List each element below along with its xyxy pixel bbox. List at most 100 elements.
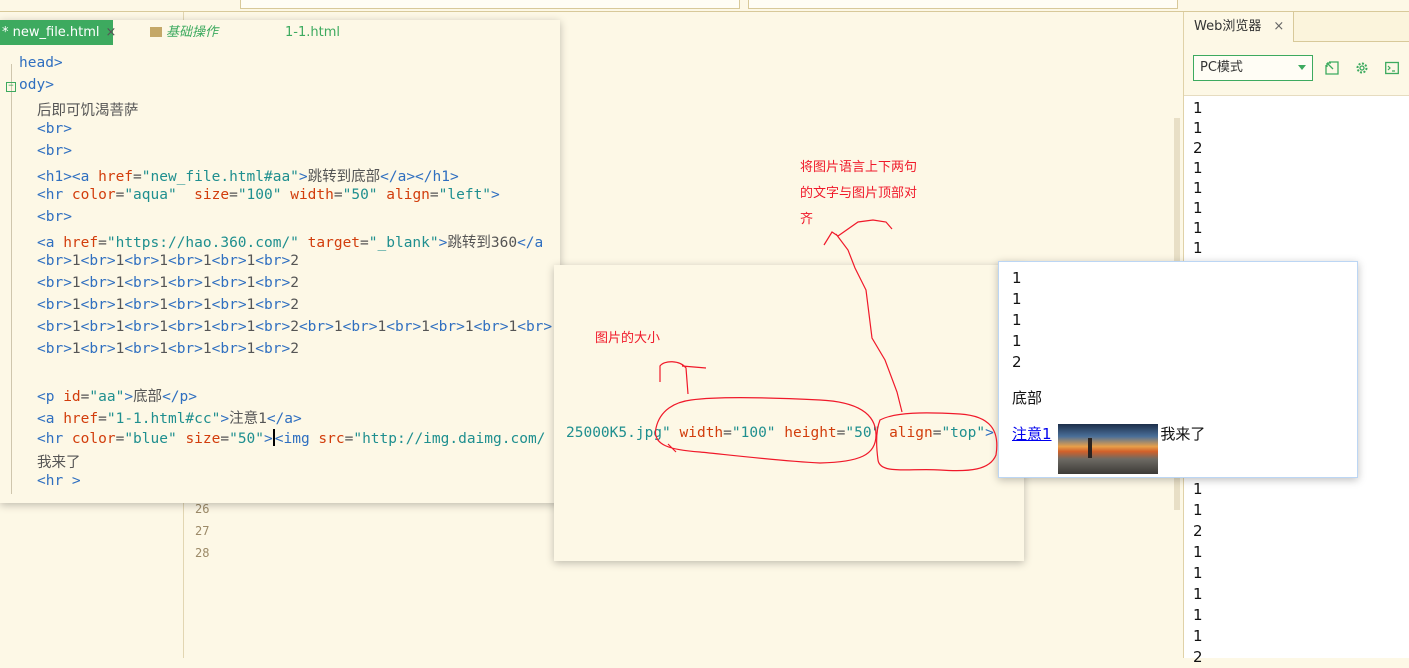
code-text (299, 235, 308, 251)
code-text: 1 (421, 319, 430, 335)
code-attribute: color (71, 431, 116, 447)
code-punct: = (220, 431, 230, 447)
code-value: "blue" (124, 431, 177, 447)
code-value: "left" (438, 187, 492, 203)
code-text (281, 187, 290, 203)
code-tag: <br> (517, 319, 553, 335)
search-bar[interactable] (748, 0, 1178, 9)
code-line: <br> (0, 143, 560, 165)
mode-select-value: PC模式 (1200, 60, 1243, 75)
mode-select[interactable]: PC模式 (1193, 55, 1313, 81)
fold-toggle-icon[interactable]: − (6, 82, 16, 92)
line-number: 28 (195, 546, 210, 560)
code-line: <hr color="blue" size="50"><img src="htt… (0, 429, 560, 451)
code-text: 跳转到360 (447, 235, 518, 251)
code-tag: </a (517, 235, 544, 251)
number-line: 1 (1193, 585, 1203, 603)
code-attribute: href (98, 169, 134, 185)
code-text: 1 (246, 341, 256, 357)
code-tag: > (438, 235, 448, 251)
annotation-align-note: 将图片语言上下两句 的文字与图片顶部对 齐 (800, 155, 917, 233)
code-text: 1 (71, 275, 81, 291)
code-tag: <br> (473, 319, 509, 335)
code-value: "http://img.daimg.com/ (353, 431, 546, 447)
code-tag: <br> (80, 275, 116, 291)
line-number: 26 (195, 502, 210, 516)
code-attribute: src (318, 431, 345, 447)
settings-gear-icon[interactable] (1355, 61, 1369, 75)
code-tag: <br> (255, 297, 291, 313)
open-external-icon[interactable] (1325, 61, 1339, 75)
lighthouse-image (1058, 424, 1159, 474)
code-text: 1 (508, 319, 518, 335)
link-row: 注意1 我来了 (999, 424, 1357, 474)
code-tag: <br> (211, 275, 247, 291)
indent-guide (11, 64, 12, 494)
chevron-down-icon (1298, 65, 1306, 70)
attention-link[interactable]: 注意1 (1012, 425, 1052, 443)
code-text: 1 (159, 275, 168, 291)
code-tag: <br> (211, 297, 247, 313)
code-tag: <br> (211, 341, 247, 357)
number-line: 1 (1012, 311, 1022, 329)
code-punct: = (115, 187, 125, 203)
code-text: 1 (246, 297, 256, 313)
code-tag: <br> (80, 297, 116, 313)
code-tag: <br> (37, 319, 72, 335)
code-line: −ody> (0, 77, 560, 99)
code-value: "100" (731, 425, 776, 441)
code-tag: <br> (80, 341, 116, 357)
top-toolbar (0, 0, 1409, 12)
tab-new-file[interactable]: * new_file.html× (0, 20, 116, 45)
line-number: 27 (195, 524, 210, 538)
code-text: 1 (159, 341, 168, 357)
code-text: 1 (115, 341, 125, 357)
code-tag: <br> (124, 275, 160, 291)
code-text: 1 (71, 341, 81, 357)
number-line: 1 (1193, 219, 1203, 237)
close-icon[interactable]: × (105, 25, 117, 40)
address-bar[interactable] (240, 0, 740, 9)
code-text: 2 (290, 297, 299, 313)
annotation-line: 齐 (800, 212, 814, 227)
code-line: <a href="https://hao.360.com/" target="_… (0, 231, 560, 253)
code-punct: = (80, 389, 90, 405)
annotation-size-note: 图片的大小 (595, 331, 661, 346)
code-line: <hr > (0, 473, 560, 495)
code-tag: </p> (162, 389, 197, 405)
code-tag: <br> (124, 297, 160, 313)
code-line: head> (0, 55, 560, 77)
tab-bar-fill (1294, 12, 1409, 42)
code-area[interactable]: head>−ody>后即可饥渴菩萨<br><br><h1><a href="ne… (0, 55, 560, 495)
code-tag: <hr > (37, 473, 81, 489)
code-tag: </a></h1> (380, 169, 459, 185)
code-tag: <br> (80, 319, 116, 335)
tab-1-1-html[interactable]: 1-1.html (285, 25, 340, 40)
tab-folder[interactable]: 基础操作 (150, 20, 218, 45)
code-tag: <br> (37, 121, 72, 137)
code-text: 1 (202, 275, 212, 291)
tab-web-browser[interactable]: Web浏览器× (1184, 12, 1294, 42)
code-tag: <br> (37, 275, 72, 291)
code-attribute: color (71, 187, 116, 203)
number-line: 1 (1193, 199, 1203, 217)
code-tag: <br> (386, 319, 422, 335)
close-icon[interactable]: × (1273, 19, 1285, 34)
annotation-line: 的文字与图片顶部对 (800, 186, 918, 201)
code-tag: <br> (124, 341, 160, 357)
code-attribute: height (784, 425, 837, 441)
code-text: 1 (115, 319, 125, 335)
number-line: 1 (1193, 501, 1203, 519)
code-tag: <br> (37, 253, 72, 269)
code-text: 1 (202, 341, 212, 357)
code-tag: > (264, 431, 273, 447)
code-line: <a href="1-1.html#cc">注意1</a> (0, 407, 560, 429)
code-tag: <br> (167, 275, 203, 291)
console-icon[interactable] (1385, 61, 1399, 75)
code-text: 1 (71, 319, 81, 335)
code-tag: > (124, 389, 134, 405)
code-attribute: align (889, 425, 933, 441)
